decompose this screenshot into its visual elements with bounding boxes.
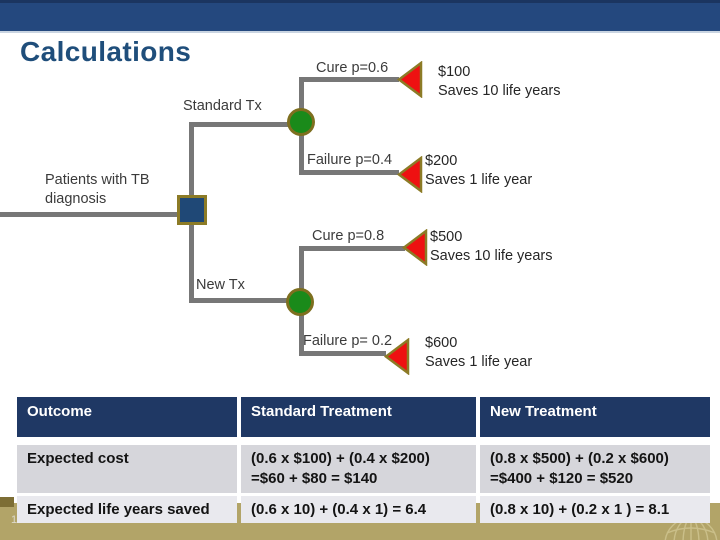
new-branch-vline	[189, 222, 194, 301]
payoff-new-cure: $500 Saves 10 life years	[430, 228, 553, 266]
expected-cost-standard-line2: =$60 + $80 = $140	[251, 470, 378, 487]
top-banner	[0, 0, 720, 31]
payoff-std-fail: $200 Saves 1 life year	[425, 152, 532, 190]
new-branch-hline	[189, 298, 289, 303]
payoff-std-fail-effect: Saves 1 life year	[425, 172, 533, 188]
row-label-expected-cost: Expected cost	[17, 445, 237, 493]
table-row-expected-cost: Expected cost (0.6 x $100) + (0.4 x $200…	[17, 445, 710, 493]
table-header-row: Outcome Standard Treatment New Treatment	[17, 397, 710, 437]
std-cure-probability-label: Cure p=0.6	[316, 60, 389, 76]
terminal-node-std-cure-icon	[397, 61, 423, 98]
payoff-std-cure-effect: Saves 10 life years	[438, 83, 561, 99]
payoff-new-cure-cost: $500	[430, 229, 463, 245]
root-node-label: Patients with TB diagnosis	[45, 171, 150, 209]
page-title: Calculations	[20, 36, 192, 67]
standard-branch-vline	[189, 122, 194, 197]
payoff-new-cure-effect: Saves 10 life years	[430, 248, 553, 264]
payoff-std-fail-cost: $200	[425, 153, 458, 169]
std-fail-hline	[299, 170, 399, 175]
std-cure-vline	[299, 79, 304, 111]
root-node-label-line1: Patients with TB	[45, 172, 150, 188]
root-branch-line	[0, 212, 177, 217]
terminal-node-new-fail-icon	[384, 338, 410, 375]
new-tx-label: New Tx	[196, 277, 245, 293]
table-header-outcome: Outcome	[17, 397, 237, 437]
new-fail-vline	[299, 313, 304, 355]
terminal-node-std-fail-icon	[397, 156, 423, 193]
standard-tx-label: Standard Tx	[183, 98, 262, 114]
payoff-new-fail: $600 Saves 1 life year	[425, 334, 532, 372]
payoff-new-fail-effect: Saves 1 life year	[425, 354, 533, 370]
bottom-accent-block	[0, 497, 14, 507]
payoff-new-fail-cost: $600	[425, 335, 458, 351]
new-cure-hline	[299, 246, 405, 251]
new-fail-probability-label: Failure p= 0.2	[303, 333, 393, 349]
expected-cost-new-line2: =$400 + $120 = $520	[490, 470, 634, 487]
expected-cost-new-line1: (0.8 x $500) + (0.2 x $600)	[490, 450, 669, 467]
chance-node-standard-icon	[287, 108, 315, 136]
row-label-expected-life-years: Expected life years saved	[17, 496, 237, 523]
table-row-expected-life-years: Expected life years saved (0.6 x 10) + (…	[17, 496, 710, 523]
expected-cost-new: (0.8 x $500) + (0.2 x $600) =$400 + $120…	[480, 445, 710, 493]
table-header-new: New Treatment	[480, 397, 710, 437]
top-banner-edge	[0, 31, 720, 33]
root-node-label-line2: diagnosis	[45, 191, 107, 207]
payoff-std-cure-cost: $100	[438, 64, 471, 80]
expected-cost-standard-line1: (0.6 x $100) + (0.4 x $200)	[251, 450, 430, 467]
std-cure-hline	[299, 77, 399, 82]
new-fail-hline	[299, 351, 386, 356]
expected-life-years-standard: (0.6 x 10) + (0.4 x 1) = 6.4	[241, 496, 476, 523]
std-fail-vline	[299, 133, 304, 174]
std-fail-probability-label: Failure p=0.4	[307, 152, 393, 168]
new-cure-probability-label: Cure p=0.8	[312, 228, 385, 244]
chance-node-new-icon	[286, 288, 314, 316]
payoff-std-cure: $100 Saves 10 life years	[438, 63, 561, 101]
decision-node-icon	[177, 195, 207, 225]
terminal-node-new-cure-icon	[402, 229, 428, 266]
expected-life-years-new: (0.8 x 10) + (0.2 x 1 ) = 8.1	[480, 496, 710, 523]
table-header-standard: Standard Treatment	[241, 397, 476, 437]
standard-branch-hline	[189, 122, 292, 127]
expected-cost-standard: (0.6 x $100) + (0.4 x $200) =$60 + $80 =…	[241, 445, 476, 493]
new-cure-vline	[299, 249, 304, 291]
